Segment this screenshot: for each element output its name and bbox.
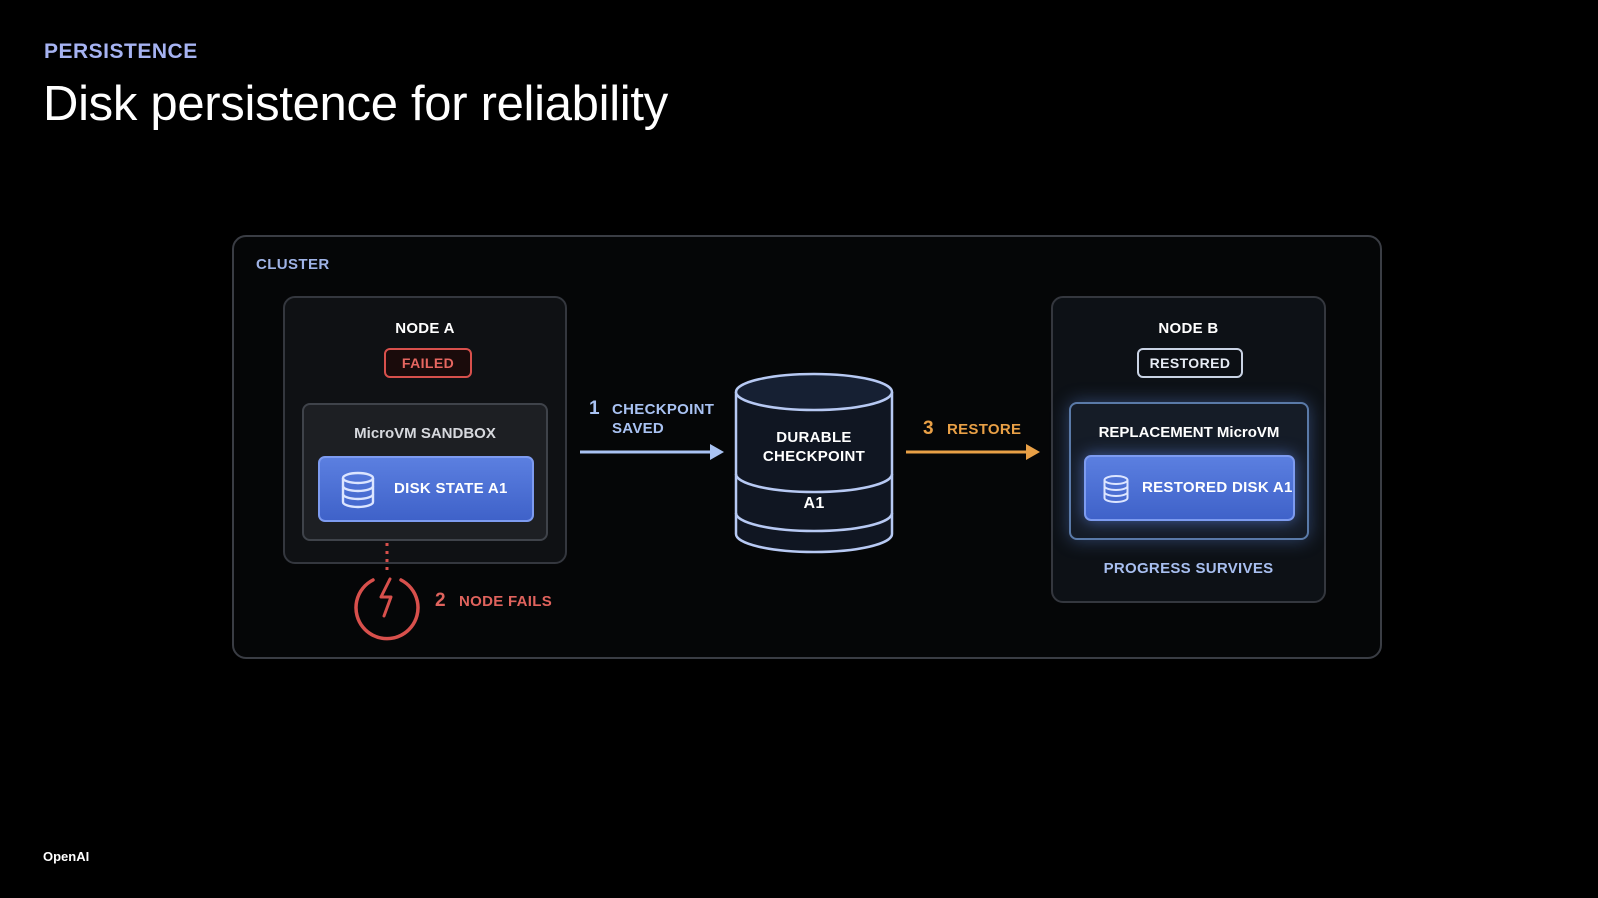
checkpoint-title-1: DURABLE	[776, 429, 852, 446]
node-a-title: NODE A	[395, 320, 455, 337]
cluster-label: CLUSTER	[256, 256, 330, 273]
disk-state-label: DISK STATE A1	[394, 480, 508, 497]
restored-badge: RESTORED	[1137, 348, 1243, 378]
database-icon	[1102, 474, 1130, 509]
failed-badge: FAILED	[384, 348, 472, 378]
checkpoint-title-2: CHECKPOINT	[762, 448, 866, 465]
step-2-number: 2	[435, 590, 446, 611]
node-b-card: NODE B RESTORED REPLACEMENT MicroVM REST…	[1051, 296, 1326, 603]
restored-disk-label: RESTORED DISK A1	[1142, 479, 1293, 496]
step-1-number: 1	[589, 398, 600, 419]
microvm-sandbox-label: MicroVM SANDBOX	[354, 425, 496, 442]
power-failure-icon	[354, 577, 420, 641]
disk-state-a1: DISK STATE A1	[318, 456, 534, 522]
microvm-sandbox: MicroVM SANDBOX DISK STATE A1	[302, 403, 548, 541]
node-b-title: NODE B	[1158, 320, 1219, 337]
progress-survives-label: PROGRESS SURVIVES	[1103, 560, 1274, 577]
node-a-card: NODE A FAILED MicroVM SANDBOX DISK STATE…	[283, 296, 567, 564]
section-eyebrow: PERSISTENCE	[44, 40, 198, 63]
database-icon	[340, 471, 376, 514]
checkpoint-arrow	[580, 444, 724, 460]
openai-logo-text: OpenAI	[43, 849, 90, 864]
step-2-label: NODE FAILS	[459, 593, 553, 610]
replacement-microvm-label: REPLACEMENT MicroVM	[1098, 424, 1280, 441]
step-1-line1: CHECKPOINT	[612, 401, 715, 418]
restore-arrow	[906, 444, 1040, 460]
checkpoint-id: A1	[803, 495, 825, 512]
step-1-line2: SAVED	[612, 420, 665, 437]
restored-disk-a1: RESTORED DISK A1	[1084, 455, 1295, 521]
replacement-microvm: REPLACEMENT MicroVM RESTORED DISK A1	[1069, 402, 1309, 540]
step-3-number: 3	[923, 418, 934, 439]
step-3-label: RESTORE	[947, 421, 1022, 438]
page-title: Disk persistence for reliability	[43, 77, 668, 131]
durable-checkpoint-cylinder	[734, 372, 894, 554]
